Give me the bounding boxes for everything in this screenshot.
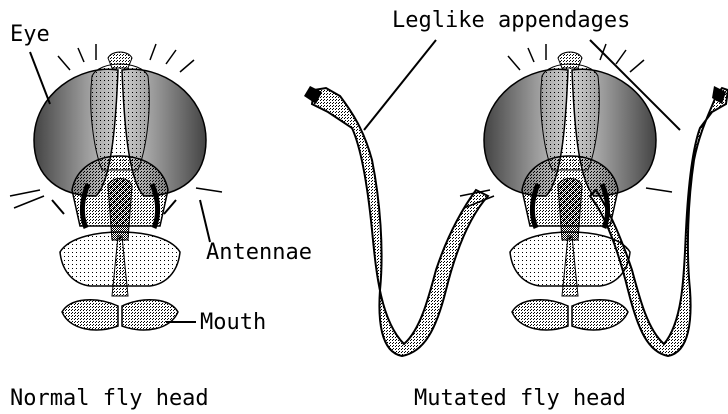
mutated-caption: Mutated fly head	[414, 388, 626, 410]
normal-fly-head	[10, 44, 222, 330]
normal-caption: Normal fly head	[10, 388, 209, 410]
eye-label: Eye	[10, 24, 50, 46]
left-leglike-appendage	[312, 88, 488, 356]
antennae-label: Antennae	[206, 242, 312, 264]
mouth-label: Mouth	[200, 312, 266, 334]
leglike-appendages-label: Leglike appendages	[392, 10, 630, 32]
antennae-leader	[200, 200, 210, 242]
eye-leader	[30, 52, 50, 104]
mutated-fly-head	[304, 44, 728, 356]
leglike-leader-left	[364, 40, 436, 130]
